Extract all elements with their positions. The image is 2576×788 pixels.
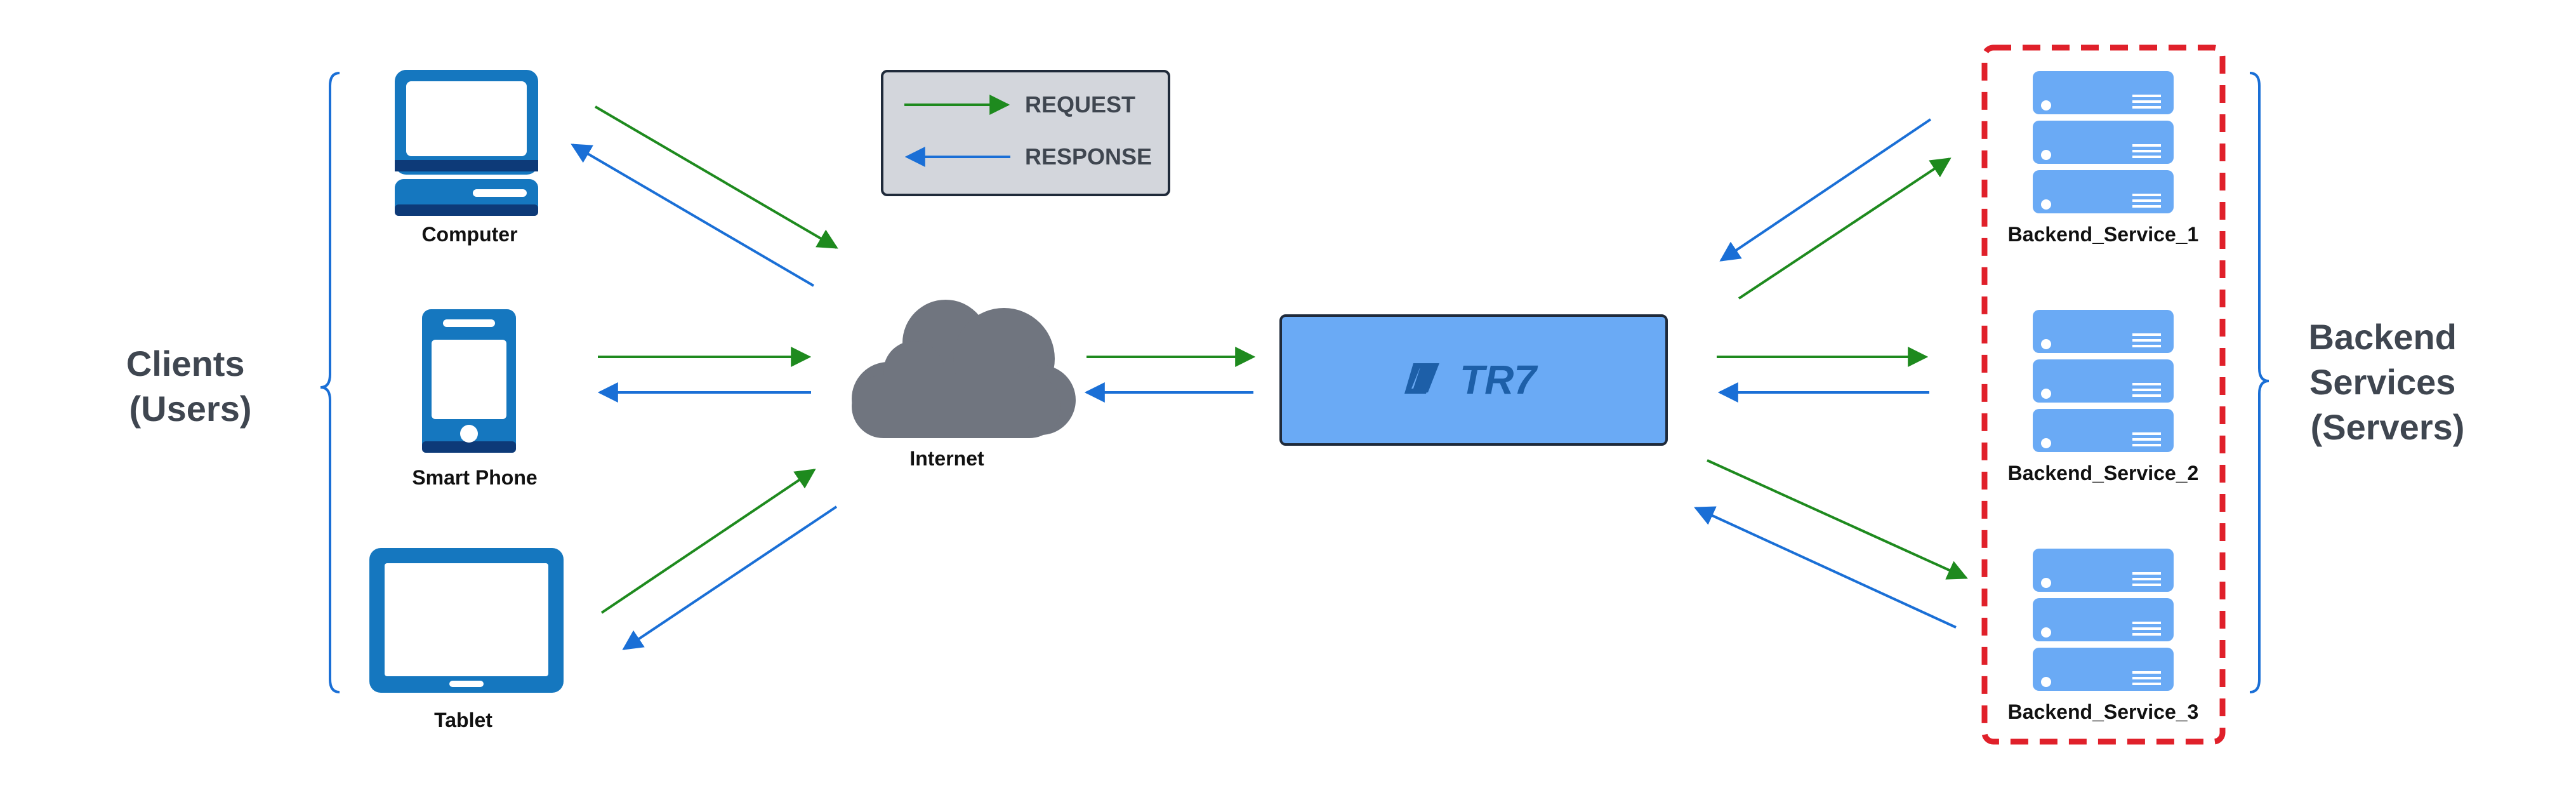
backend-bracket — [2249, 72, 2269, 693]
clients-label-line1: Clients — [126, 344, 245, 384]
request-arrow-tablet — [600, 469, 816, 614]
server-rack-icon-2 — [2033, 310, 2174, 452]
service-3-label: Backend_Service_3 — [2008, 700, 2199, 723]
backend-label-line3: (Servers) — [2311, 407, 2465, 447]
legend-response-label: RESPONSE — [1025, 144, 1152, 170]
tablet-icon — [369, 548, 564, 693]
request-arrow-service3 — [1707, 459, 1968, 580]
service-2-label: Backend_Service_2 — [2008, 462, 2199, 484]
server-rack-icon-3 — [2033, 549, 2174, 691]
backend-dashed-container — [1981, 44, 2226, 745]
desktop-computer-icon — [395, 70, 538, 216]
response-arrow-tablet — [622, 505, 838, 650]
clients-label-line2: (Users) — [129, 389, 252, 429]
internet-label: Internet — [909, 447, 984, 470]
clients-group-label: Clients (Users) — [126, 344, 254, 429]
gateway-box: TR7 — [1279, 314, 1668, 446]
server-rack-icon-1 — [2033, 71, 2174, 213]
response-arrow-service1 — [1719, 118, 1932, 262]
service-1-label: Backend_Service_1 — [2008, 223, 2199, 246]
backend-label-line1: Backend — [2309, 317, 2457, 357]
legend-request-label: REQUEST — [1025, 91, 1135, 117]
backend-group-label: Backend Services (Servers) — [2309, 317, 2467, 447]
gateway-logo-text: TR7 — [1460, 357, 1538, 403]
legend: REQUEST RESPONSE — [881, 70, 1170, 196]
request-arrow-computer — [594, 105, 838, 249]
response-arrow-service3 — [1694, 506, 1957, 629]
smartphone-label: Smart Phone — [412, 466, 537, 489]
clients-bracket — [320, 72, 340, 693]
backend-label-line2: Services — [2309, 362, 2455, 402]
request-arrow-service1 — [1738, 157, 1952, 300]
tr7-logo: TR7 — [1404, 357, 1538, 403]
tablet-label: Tablet — [434, 709, 492, 731]
computer-label: Computer — [421, 223, 517, 246]
cloud-icon — [852, 300, 1076, 438]
smartphone-icon — [422, 309, 516, 453]
response-arrow-computer — [571, 144, 815, 287]
